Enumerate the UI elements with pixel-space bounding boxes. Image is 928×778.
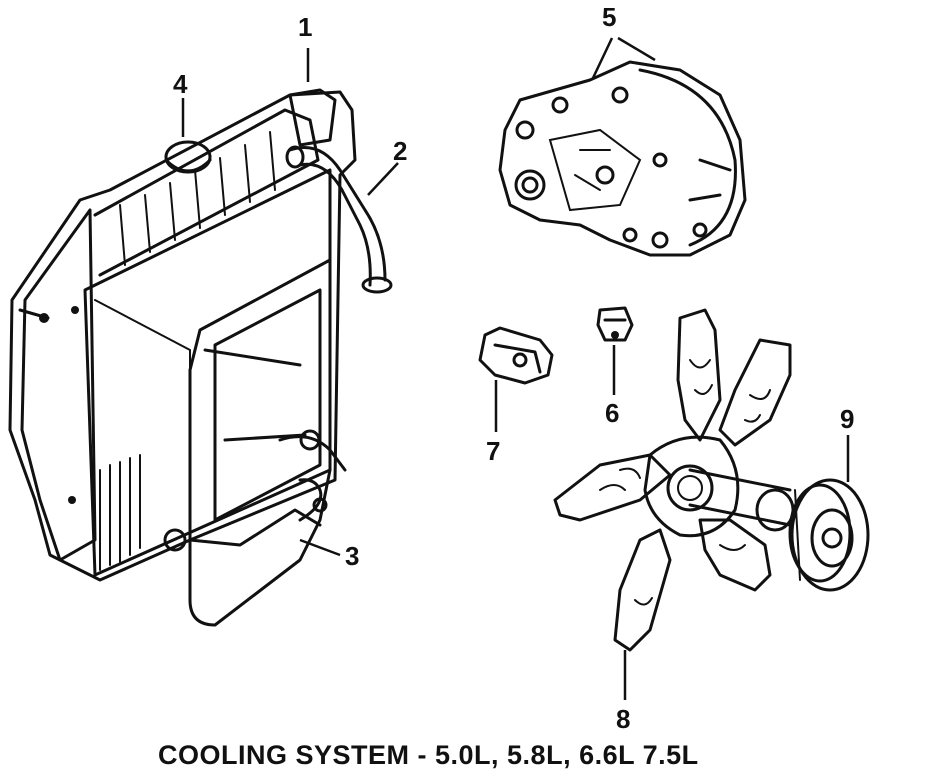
leader-lines [181, 36, 850, 700]
fan-shroud [188, 258, 347, 627]
callout-9: 9 [840, 404, 854, 434]
upper-radiator-hose [285, 145, 393, 294]
callout-7: 7 [486, 436, 500, 466]
fan-blade [553, 308, 792, 652]
callout-3: 3 [345, 541, 359, 571]
water-pump [498, 60, 747, 257]
callout-5: 5 [602, 2, 616, 32]
callout-6: 6 [605, 398, 619, 428]
callout-8: 8 [616, 704, 630, 734]
callout-2: 2 [393, 136, 407, 166]
fan-clutch [688, 468, 870, 592]
water-outlet [478, 326, 554, 385]
callout-1: 1 [298, 12, 312, 42]
radiator-cap [164, 140, 212, 174]
callout-4: 4 [173, 69, 188, 99]
thermostat [596, 306, 634, 342]
diagram-caption: COOLING SYSTEM - 5.0L, 5.8L, 6.6L 7.5L [158, 740, 699, 770]
